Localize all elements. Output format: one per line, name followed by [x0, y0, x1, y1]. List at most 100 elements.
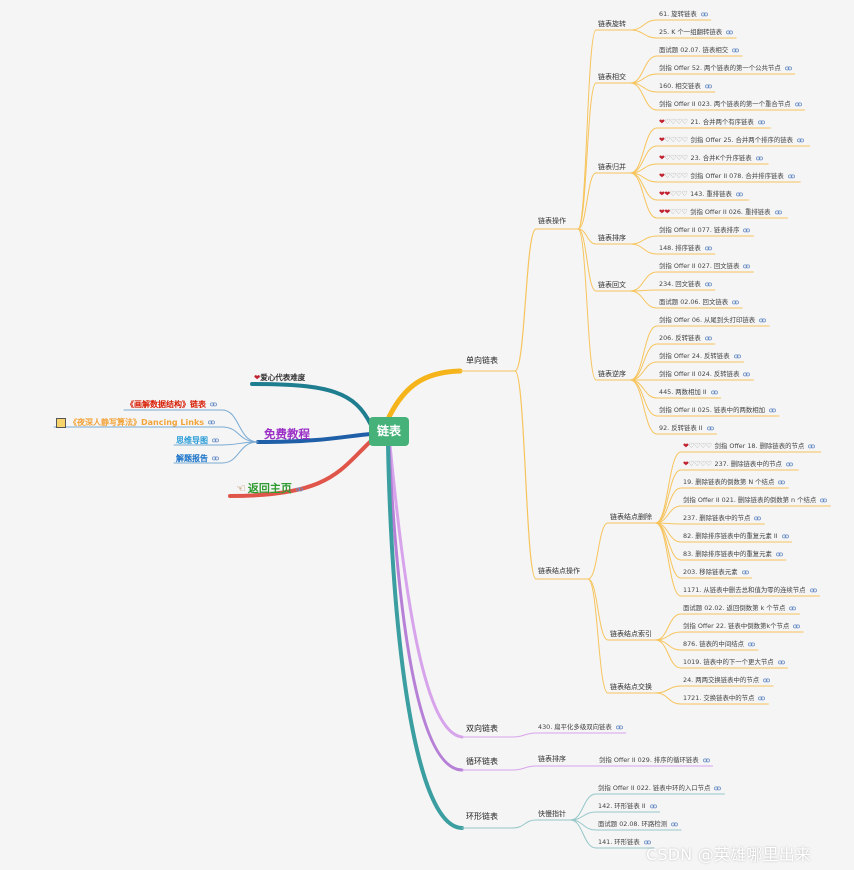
branch-ring: 环形链表: [466, 812, 498, 821]
nodeops-group-connector: [655, 639, 682, 669]
link-icon: [743, 264, 751, 268]
ops-group-connector: [629, 361, 658, 381]
problem-link-text: 剑指 Offer 25. 合并两个排序的链表: [690, 136, 794, 144]
problem-link[interactable]: 1171. 从链表中删去总和值为零的连续节点: [683, 586, 817, 595]
problem-link-text: 19. 删除链表的倒数第 N 个结点: [683, 478, 775, 486]
free-tutorial-2[interactable]: 《夜深人静写算法》Dancing Links: [56, 417, 216, 428]
ops-group-text: 链表回文: [598, 281, 626, 289]
problem-link[interactable]: 面试题 02.06. 回文链表: [659, 298, 740, 307]
problem-link[interactable]: 92. 反转链表 II: [659, 424, 714, 433]
legend-text: 爱心代表难度: [260, 373, 306, 382]
ops-group-connector: [629, 379, 658, 417]
problem-link[interactable]: 剑指 Offer 22. 链表中倒数第k个节点: [683, 622, 801, 631]
problem-link[interactable]: 剑指 Offer II 077. 链表排序: [659, 226, 751, 235]
problem-link[interactable]: 剑指 Offer II 022. 链表中环的入口节点: [598, 784, 722, 793]
nodeops-group-connector: [655, 522, 682, 597]
problem-link[interactable]: 206. 反转链表: [659, 334, 712, 343]
problem-link-text: 剑指 Offer 52. 两个链表的第一个公共节点: [659, 64, 781, 72]
ops-group-connector: [629, 172, 658, 219]
ops-group-text: 链表相交: [598, 73, 626, 81]
problem-link[interactable]: 剑指 Offer II 021. 删除链表的倒数第 n 个结点: [683, 496, 828, 505]
link-icon: [741, 570, 749, 574]
link-icon: [778, 480, 786, 484]
problem-link-text: 445. 两数相加 II: [659, 388, 707, 396]
problem-link[interactable]: 面试题 02.08. 环路检测: [598, 820, 679, 829]
problem-link[interactable]: 剑指 Offer II 024. 反转链表: [659, 370, 751, 379]
ring-group-connector: [569, 819, 597, 849]
problem-link[interactable]: 25. K 个一组翻转链表: [659, 28, 734, 37]
problem-link[interactable]: 剑指 Offer II 029. 排序的循环链表: [599, 756, 710, 765]
problem-link[interactable]: 面试题 02.07. 链表相交: [659, 46, 740, 55]
branch-ring-text: 环形链表: [466, 812, 498, 821]
problem-link[interactable]: 876. 链表的中间结点: [683, 640, 755, 649]
free-tutorial-3[interactable]: 思维导图: [176, 435, 219, 446]
problem-link[interactable]: 142. 环形链表 II: [598, 802, 657, 811]
free-tutorial-1[interactable]: 《画解数据结构》链表: [126, 399, 217, 410]
free-title: 免费教程: [264, 427, 310, 441]
problem-link-text: 1721. 交换链表中的节点: [683, 694, 755, 702]
link-icon: [649, 804, 657, 808]
nodeops-group: 链表结点交换: [610, 683, 652, 692]
link-icon: [755, 156, 763, 160]
free-tutorial-4-label: 解题报告: [176, 454, 208, 463]
problem-link[interactable]: ❤♡♡♡♡剑指 Offer 25. 合并两个排序的链表: [659, 136, 805, 145]
single-ops-connector: [514, 228, 537, 372]
problem-link[interactable]: ❤♡♡♡♡剑指 Offer II 078. 合并排序链表: [659, 172, 795, 181]
problem-link[interactable]: 面试题 02.02. 返回倒数第 k 个节点: [683, 604, 797, 613]
ops-node-text: 链表操作: [538, 217, 566, 225]
problem-link[interactable]: 19. 删除链表的倒数第 N 个结点: [683, 478, 786, 487]
problem-link[interactable]: 剑指 Offer II 027. 回文链表: [659, 262, 751, 271]
link-icon: [700, 12, 708, 16]
problem-link[interactable]: 1721. 交换链表中的节点: [683, 694, 766, 703]
link-icon: [777, 660, 785, 664]
problem-link[interactable]: ❤♡♡♡♡23. 合并K个升序链表: [659, 154, 763, 163]
problem-link-text: 876. 链表的中间结点: [683, 640, 744, 648]
ring-group: 快慢指针: [538, 810, 566, 819]
problem-link[interactable]: 160. 相交链表: [659, 82, 712, 91]
problem-link-text: 剑指 Offer II 022. 链表中环的入口节点: [598, 784, 711, 792]
nodeops-group-connector: [655, 613, 682, 641]
problem-link[interactable]: ❤♡♡♡♡21. 合并两个有序链表: [659, 118, 765, 127]
link-icon: [210, 402, 217, 407]
link-icon: [714, 786, 722, 790]
ops-group-connector: [629, 325, 658, 381]
link-icon: [743, 372, 751, 376]
link-icon: [735, 192, 743, 196]
problem-link[interactable]: ❤❤♡♡♡剑指 Offer II 026. 重排链表: [659, 208, 782, 217]
difficulty-hearts: ❤❤♡♡♡: [659, 190, 688, 198]
problem-link[interactable]: 234. 回文链表: [659, 280, 712, 289]
ops-group-connector: [577, 228, 597, 292]
problem-link[interactable]: 剑指 Offer II 025. 链表中的两数相加: [659, 406, 776, 415]
problem-link[interactable]: 83. 删除排序链表中的重复元素: [683, 550, 783, 559]
problem-link[interactable]: 剑指 Offer 24. 反转链表: [659, 352, 741, 361]
problem-link-text: 23. 合并K个升序链表: [690, 154, 752, 162]
problem-link[interactable]: 203. 移除链表元素: [683, 568, 749, 577]
problem-link-text: 剑指 Offer 18. 删除链表的节点: [714, 442, 805, 450]
problem-link[interactable]: 剑指 Offer II 023. 两个链表的第一个重合节点: [659, 100, 802, 109]
problem-link[interactable]: ❤♡♡♡♡237. 删除链表中的节点: [683, 460, 793, 469]
ops-group: 链表旋转: [598, 20, 626, 29]
problem-link[interactable]: ❤❤♡♡♡143. 重排链表: [659, 190, 743, 199]
problem-link[interactable]: 148. 排序链表: [659, 244, 712, 253]
link-icon: [809, 588, 817, 592]
problem-link[interactable]: 82. 删除排序链表中的重复元素 II: [683, 532, 789, 541]
ops-group-text: 链表归并: [598, 163, 626, 171]
problem-link[interactable]: 剑指 Offer 06. 从尾到头打印链表: [659, 316, 767, 325]
pointing-hand-icon: ☜: [236, 482, 246, 495]
link-icon: [757, 120, 765, 124]
problem-link[interactable]: 24. 两两交换链表中的节点: [683, 676, 771, 685]
problem-link[interactable]: ❤♡♡♡♡剑指 Offer 18. 删除链表的节点: [683, 442, 816, 451]
problem-link[interactable]: 1019. 链表中的下一个更大节点: [683, 658, 785, 667]
free-tutorial-4[interactable]: 解题报告: [176, 453, 219, 464]
difficulty-hearts: ❤♡♡♡♡: [683, 442, 712, 450]
free-item-connector: [173, 441, 259, 464]
problem-link[interactable]: 237. 删除链表中的节点: [683, 514, 762, 523]
ops-group-connector: [629, 55, 658, 84]
problem-link[interactable]: 141. 环形链表: [598, 838, 651, 847]
problem-link[interactable]: 445. 两数相加 II: [659, 388, 718, 397]
root-node[interactable]: 链表: [369, 417, 409, 446]
problem-link[interactable]: 61. 旋转链表: [659, 10, 708, 19]
problem-link[interactable]: 剑指 Offer 52. 两个链表的第一个公共节点: [659, 64, 792, 73]
home-link[interactable]: ☜返回主页: [236, 480, 303, 496]
problem-link[interactable]: 430. 扁平化多级双向链表: [538, 723, 623, 732]
